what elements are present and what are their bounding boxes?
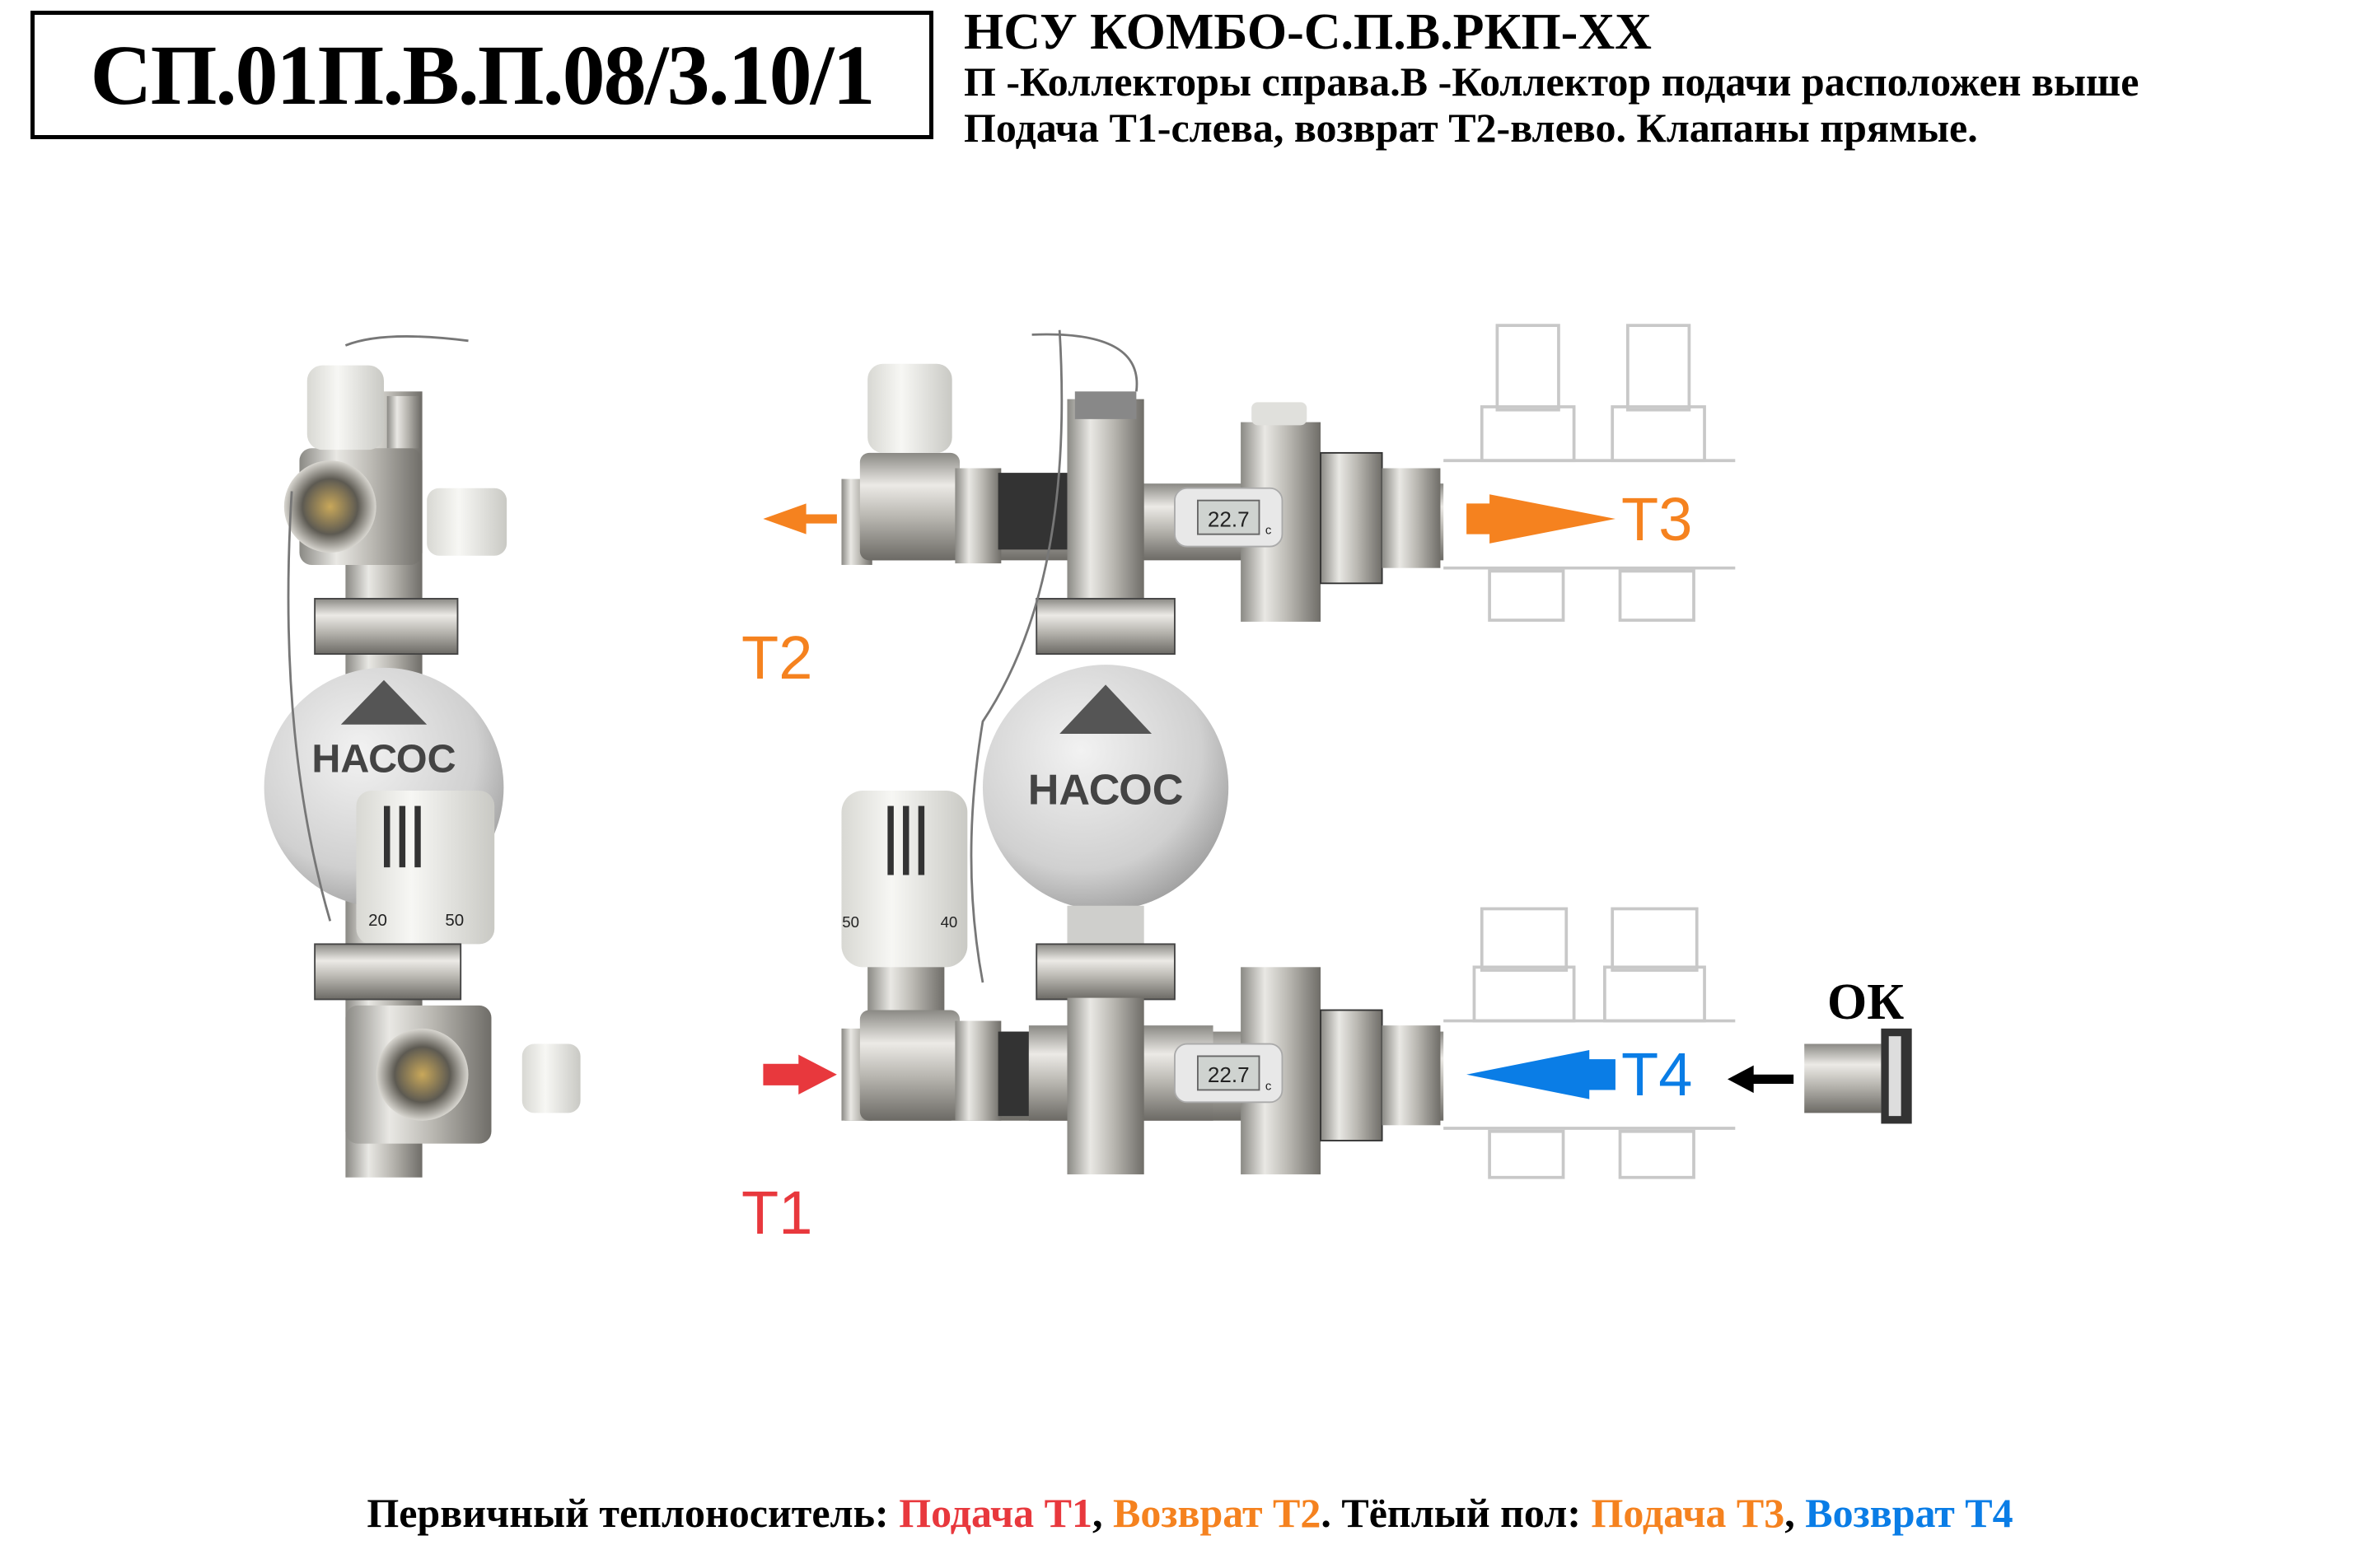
label-t3: T3 [1621,485,1693,553]
t3-supply-arrow-icon [1466,494,1616,544]
valve-cap [306,365,385,450]
product-code: СП.01П.В.П.08/3.10/1 [90,27,876,123]
floor-manifold-outline [1443,324,1736,1179]
label-t2: T2 [741,623,813,692]
legend-prefix: Первичный теплоноситель: [367,1490,900,1536]
pump-label-front: НАСОС [1028,767,1184,815]
scale-mark: 50 [842,913,859,931]
scale-mark: 40 [941,913,958,931]
drain-knob [427,488,507,556]
pump-label-side: НАСОС [311,737,456,782]
legend-t3: Подача Т3 [1591,1490,1785,1536]
flow-up-arrow-icon [1059,684,1153,734]
end-cap-fitting [1804,1028,1912,1124]
thermostatic-head-front [841,790,968,968]
valve-port-icon [283,460,376,553]
legend-sep: , [1092,1490,1113,1536]
scale-mark: 50 [445,911,464,930]
thermometer-unit: c [1265,525,1272,538]
valve-port-icon [376,1028,469,1121]
legend-footer: Первичный теплоноситель: Подача Т1, Возв… [0,1489,2380,1537]
thermometer-unit: c [1265,1080,1272,1093]
description-line-1: П -Коллекторы справа.В -Коллектор подачи… [964,58,2139,105]
ok-arrow-icon [1728,1065,1794,1094]
legend-t2: Возврат Т2 [1113,1490,1321,1536]
t1-supply-arrow-icon [763,1054,837,1095]
description-line-2: Подача Т1-слева, возврат Т2-влево. Клапа… [964,105,1978,151]
thermometer-reading: 22.7 [1208,1062,1250,1087]
scale-mark: 20 [368,911,387,930]
product-code-box: СП.01П.В.П.08/3.10/1 [30,11,933,139]
product-title: НСУ КОМБО-С.П.В.РКП-XX [964,4,1652,60]
flow-up-arrow-icon [340,679,428,725]
label-ok: ОК [1827,974,1905,1030]
thermostatic-head-side [356,790,495,945]
valve-cap [867,363,952,453]
t4-return-arrow-icon [1466,1049,1616,1099]
drain-knob [521,1043,581,1113]
label-t4: T4 [1621,1040,1693,1109]
thermometer-reading: 22.7 [1208,506,1250,531]
front-view-assembly: 22.7 c НАСОС 50 40 [841,329,1444,1174]
label-t1: T1 [741,1179,813,1247]
legend-mid: . Тёплый пол: [1321,1490,1592,1536]
legend-t1: Подача Т1 [899,1490,1092,1536]
legend-sep: , [1784,1490,1806,1536]
t2-return-arrow-icon [763,503,837,534]
pump-body [982,665,1229,911]
legend-t4: Возврат Т4 [1805,1490,2013,1536]
side-view-assembly: 20 50 НАСОС [264,335,581,1178]
